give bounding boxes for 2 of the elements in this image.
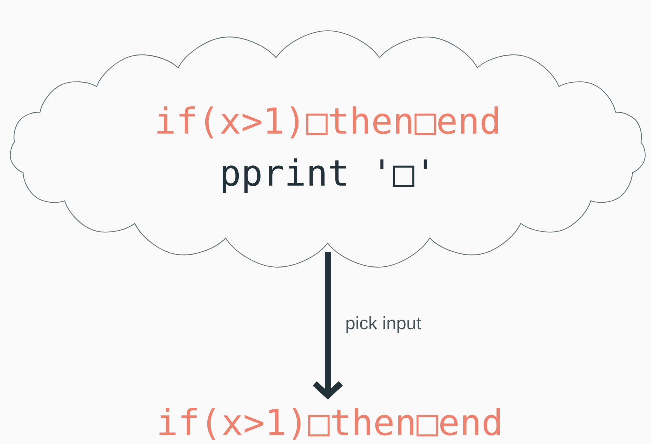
code-text: if(x>1)□then□end [160, 408, 500, 440]
edge-label: pick input [346, 316, 422, 334]
